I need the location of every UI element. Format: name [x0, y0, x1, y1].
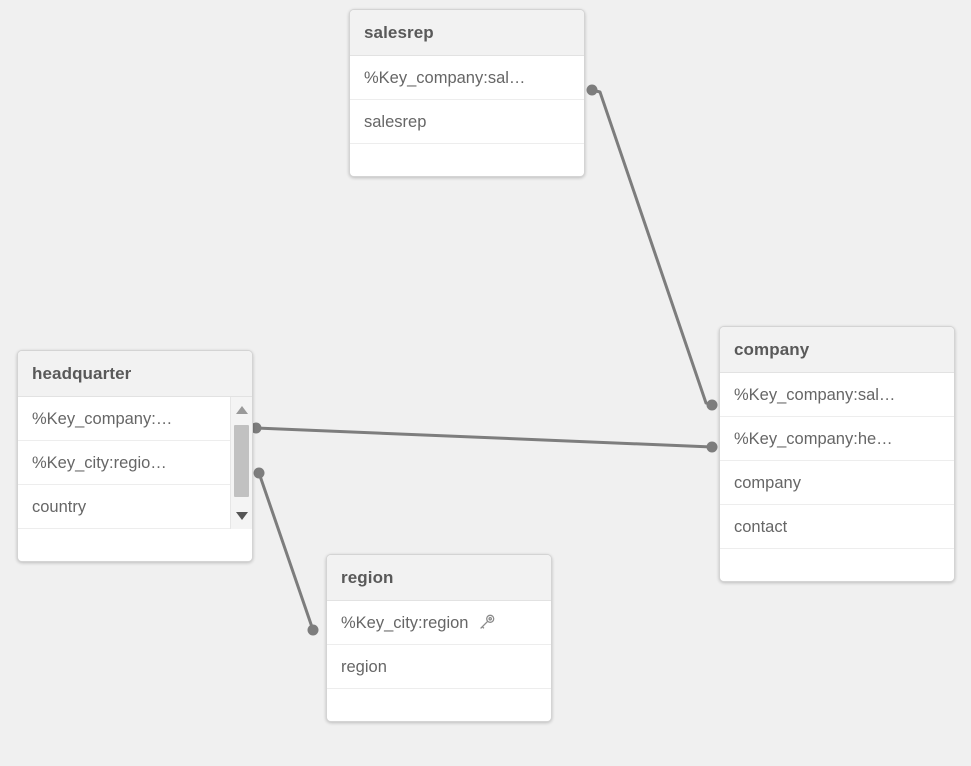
table-footer-company: [720, 549, 954, 581]
table-node-headquarter[interactable]: headquarter %Key_company:… %Key_city:regio…: [17, 350, 253, 562]
link-endpoint-headquarter-out-region[interactable]: [253, 467, 265, 479]
table-footer-salesrep: [350, 144, 584, 176]
field-row[interactable]: contact: [720, 505, 954, 549]
link-endpoint-region-in[interactable]: [307, 624, 319, 636]
field-list-headquarter: %Key_company:… %Key_city:regio…country: [18, 397, 252, 529]
scrollbar-thumb[interactable]: [234, 425, 249, 497]
field-label: %Key_city:region: [341, 613, 469, 632]
triangle-down-icon[interactable]: [231, 505, 252, 527]
link-endpoint-salesrep-out[interactable]: [586, 84, 598, 96]
key-icon: [477, 613, 496, 632]
triangle-up-icon[interactable]: [231, 399, 252, 421]
field-row[interactable]: company: [720, 461, 954, 505]
field-list-salesrep: %Key_company:sal… salesrep: [350, 56, 584, 144]
table-title-region: region: [327, 555, 551, 601]
field-label: %Key_company:…: [32, 409, 173, 428]
link-endpoint-company-in-salesrep[interactable]: [706, 399, 718, 411]
table-title-salesrep: salesrep: [350, 10, 584, 56]
field-label: %Key_company:he…: [734, 429, 893, 448]
association-link-headquarter-region[interactable]: [257, 471, 315, 632]
table-title-headquarter: headquarter: [18, 351, 252, 397]
table-node-salesrep[interactable]: salesrep %Key_company:sal… salesrep: [349, 9, 585, 177]
table-node-company[interactable]: company %Key_company:sal… %Key_company:he……: [719, 326, 955, 582]
association-link-salesrep-company[interactable]: [590, 88, 714, 407]
field-label: company: [734, 473, 801, 492]
table-footer-headquarter: [18, 529, 252, 561]
field-label: %Key_city:regio…: [32, 453, 167, 472]
field-label: region: [341, 657, 387, 676]
link-endpoint-company-in-headquarter[interactable]: [706, 441, 718, 453]
field-row[interactable]: region: [327, 645, 551, 689]
field-row[interactable]: salesrep: [350, 100, 584, 144]
field-row[interactable]: %Key_company:sal…: [720, 373, 954, 417]
field-list-scrollbar[interactable]: [230, 397, 252, 529]
field-label: country: [32, 497, 87, 516]
field-label: contact: [734, 517, 788, 536]
field-label: %Key_company:sal…: [364, 68, 526, 87]
field-list-company: %Key_company:sal… %Key_company:he…company…: [720, 373, 954, 549]
field-label: %Key_company:sal…: [734, 385, 896, 404]
field-row[interactable]: %Key_city:region: [327, 601, 551, 645]
field-row[interactable]: %Key_company:he…: [720, 417, 954, 461]
field-label: salesrep: [364, 112, 427, 131]
field-row[interactable]: %Key_company:…: [18, 397, 252, 441]
association-link-headquarter-company[interactable]: [254, 426, 714, 449]
field-row[interactable]: %Key_city:regio…: [18, 441, 252, 485]
table-title-company: company: [720, 327, 954, 373]
table-footer-region: [327, 689, 551, 721]
field-row[interactable]: country: [18, 485, 252, 529]
field-row[interactable]: %Key_company:sal…: [350, 56, 584, 100]
